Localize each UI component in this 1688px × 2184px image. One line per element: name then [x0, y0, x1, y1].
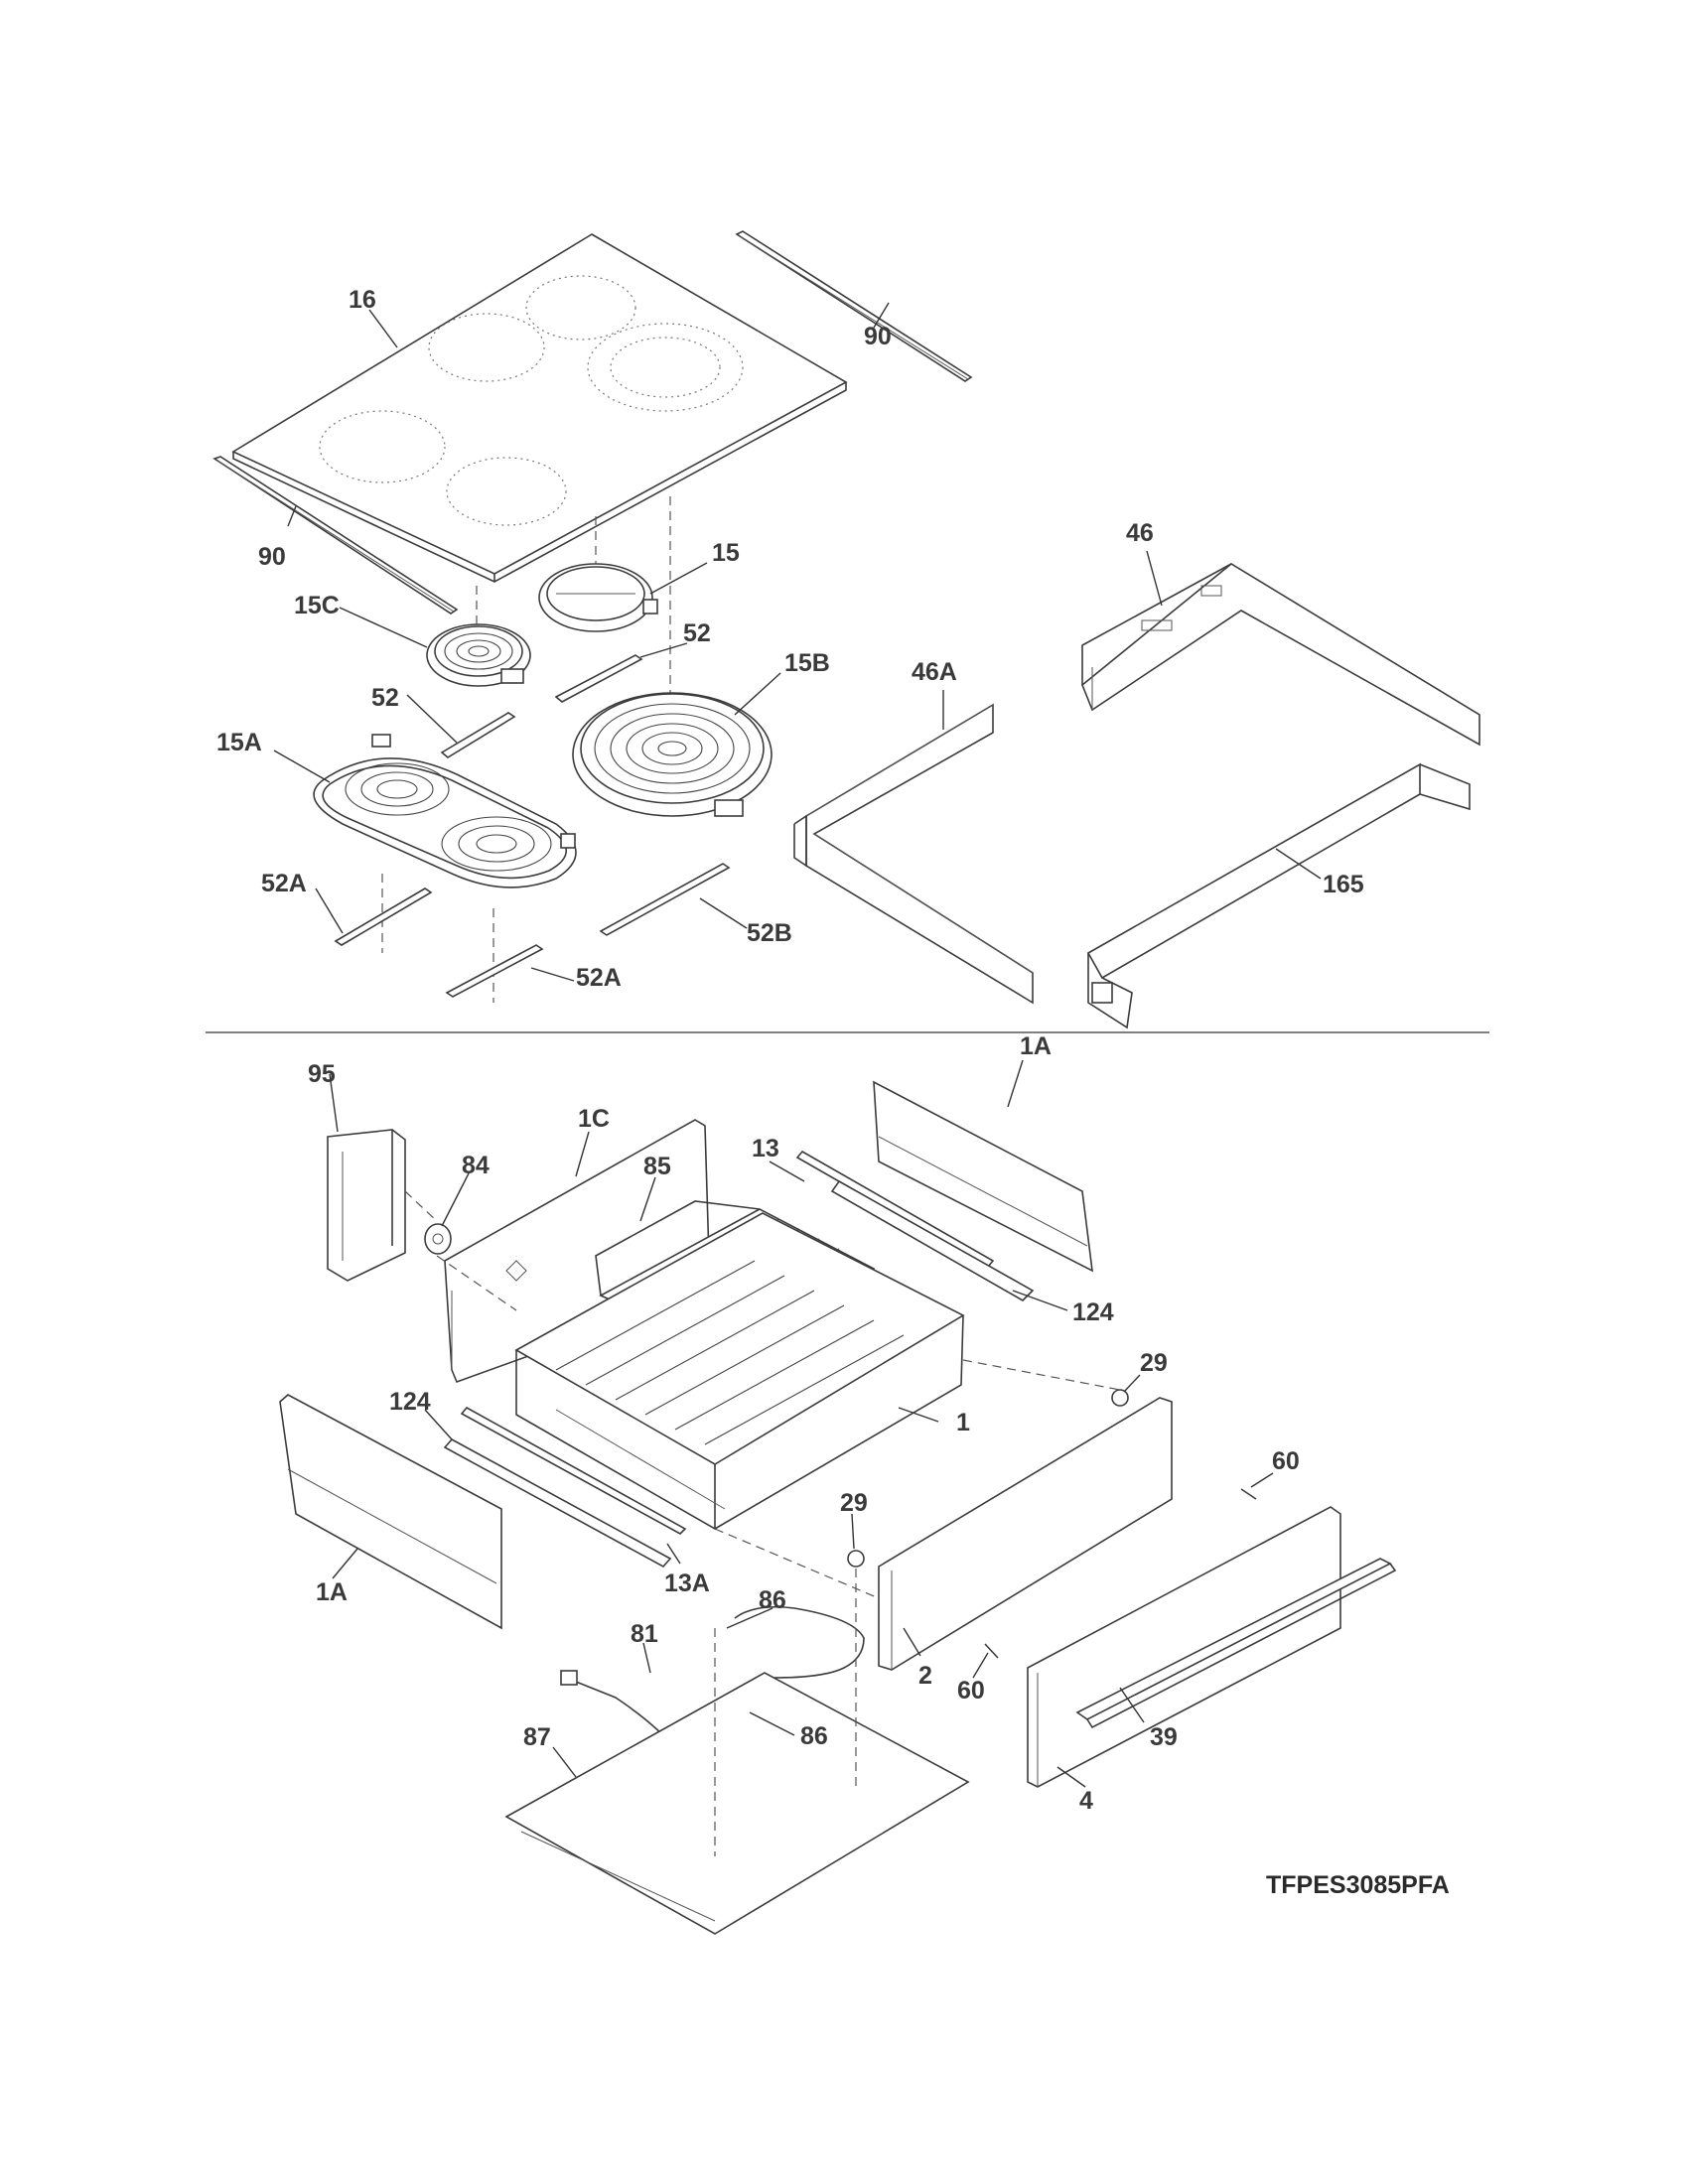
- screw-60-bottom: [984, 1643, 999, 1659]
- trim-strip-left: [212, 456, 459, 614]
- label-part-81: 81: [631, 1620, 658, 1648]
- label-part-86-top: 86: [759, 1586, 786, 1614]
- label-part-90-left: 90: [258, 543, 286, 571]
- label-part-46A: 46A: [912, 658, 957, 686]
- bottom-panel-87: [504, 1672, 970, 1935]
- label-part-60-bottom: 60: [957, 1677, 985, 1705]
- label-part-95: 95: [308, 1060, 336, 1088]
- side-panel-1A-left: [279, 1394, 502, 1630]
- bracket-46: [1081, 563, 1480, 747]
- label-part-4: 4: [1079, 1787, 1093, 1815]
- handle-39: [1075, 1558, 1397, 1729]
- strap-52A-left: [334, 887, 433, 946]
- cooktop-glass: [231, 233, 848, 583]
- label-part-60-top: 60: [1272, 1447, 1300, 1475]
- label-part-15C: 15C: [294, 592, 340, 619]
- label-part-1C: 1C: [578, 1105, 610, 1133]
- label-part-86-mid: 86: [800, 1722, 828, 1750]
- label-part-90-right: 90: [864, 323, 892, 350]
- front-frame-2: [878, 1397, 1173, 1671]
- label-part-52-left: 52: [371, 684, 399, 712]
- bracket-165: [1086, 762, 1471, 1029]
- label-part-52B: 52B: [747, 919, 792, 947]
- side-panel-1A-right: [873, 1080, 1093, 1273]
- bracket-46A: [793, 703, 1034, 1005]
- trim-strip-right: [735, 230, 973, 382]
- label-part-2: 2: [918, 1662, 932, 1690]
- label-part-13: 13: [752, 1135, 779, 1162]
- label-part-165: 165: [1323, 871, 1364, 898]
- label-part-1A-top: 1A: [1020, 1032, 1052, 1060]
- strap-52A-bottom: [445, 944, 544, 998]
- label-part-52A-bottom: 52A: [576, 964, 622, 992]
- foot-29-mid: [847, 1550, 865, 1568]
- label-part-52-right: 52: [683, 619, 711, 647]
- vent-95: [327, 1129, 406, 1282]
- label-part-124-right: 124: [1072, 1298, 1114, 1326]
- element-15A: [313, 734, 577, 888]
- screw-60-top: [1240, 1488, 1257, 1500]
- model-code: TFPES3085PFA: [1266, 1871, 1450, 1899]
- label-part-85: 85: [643, 1153, 671, 1180]
- label-part-52A-left: 52A: [261, 870, 307, 897]
- slide-124-left: [443, 1437, 672, 1569]
- label-part-124-left: 124: [389, 1388, 431, 1416]
- label-part-15B: 15B: [784, 649, 830, 677]
- strap-52B: [599, 863, 731, 936]
- drawer-front-4: [1027, 1506, 1341, 1788]
- strap-52-right: [554, 654, 643, 703]
- drawer-body-1: [514, 1212, 965, 1531]
- label-part-29-right: 29: [1140, 1349, 1168, 1377]
- strap-52-left: [440, 712, 516, 758]
- label-part-15: 15: [712, 539, 740, 567]
- label-part-87: 87: [523, 1723, 551, 1751]
- foot-29-right: [1111, 1389, 1129, 1407]
- label-part-29-mid: 29: [840, 1489, 868, 1517]
- label-part-84: 84: [462, 1152, 490, 1179]
- label-part-16: 16: [349, 286, 376, 314]
- label-part-1A-left: 1A: [316, 1578, 348, 1606]
- element-15C: [426, 623, 531, 687]
- slide-13A: [460, 1406, 687, 1535]
- element-15: [538, 563, 658, 632]
- element-15B: [572, 692, 773, 817]
- thermostat-84: [424, 1223, 452, 1255]
- label-part-15A: 15A: [216, 729, 262, 756]
- label-part-39: 39: [1150, 1723, 1178, 1751]
- slide-124-right: [830, 1179, 1035, 1301]
- label-part-1: 1: [956, 1409, 970, 1436]
- label-part-13A: 13A: [664, 1570, 710, 1597]
- label-part-46: 46: [1126, 519, 1154, 547]
